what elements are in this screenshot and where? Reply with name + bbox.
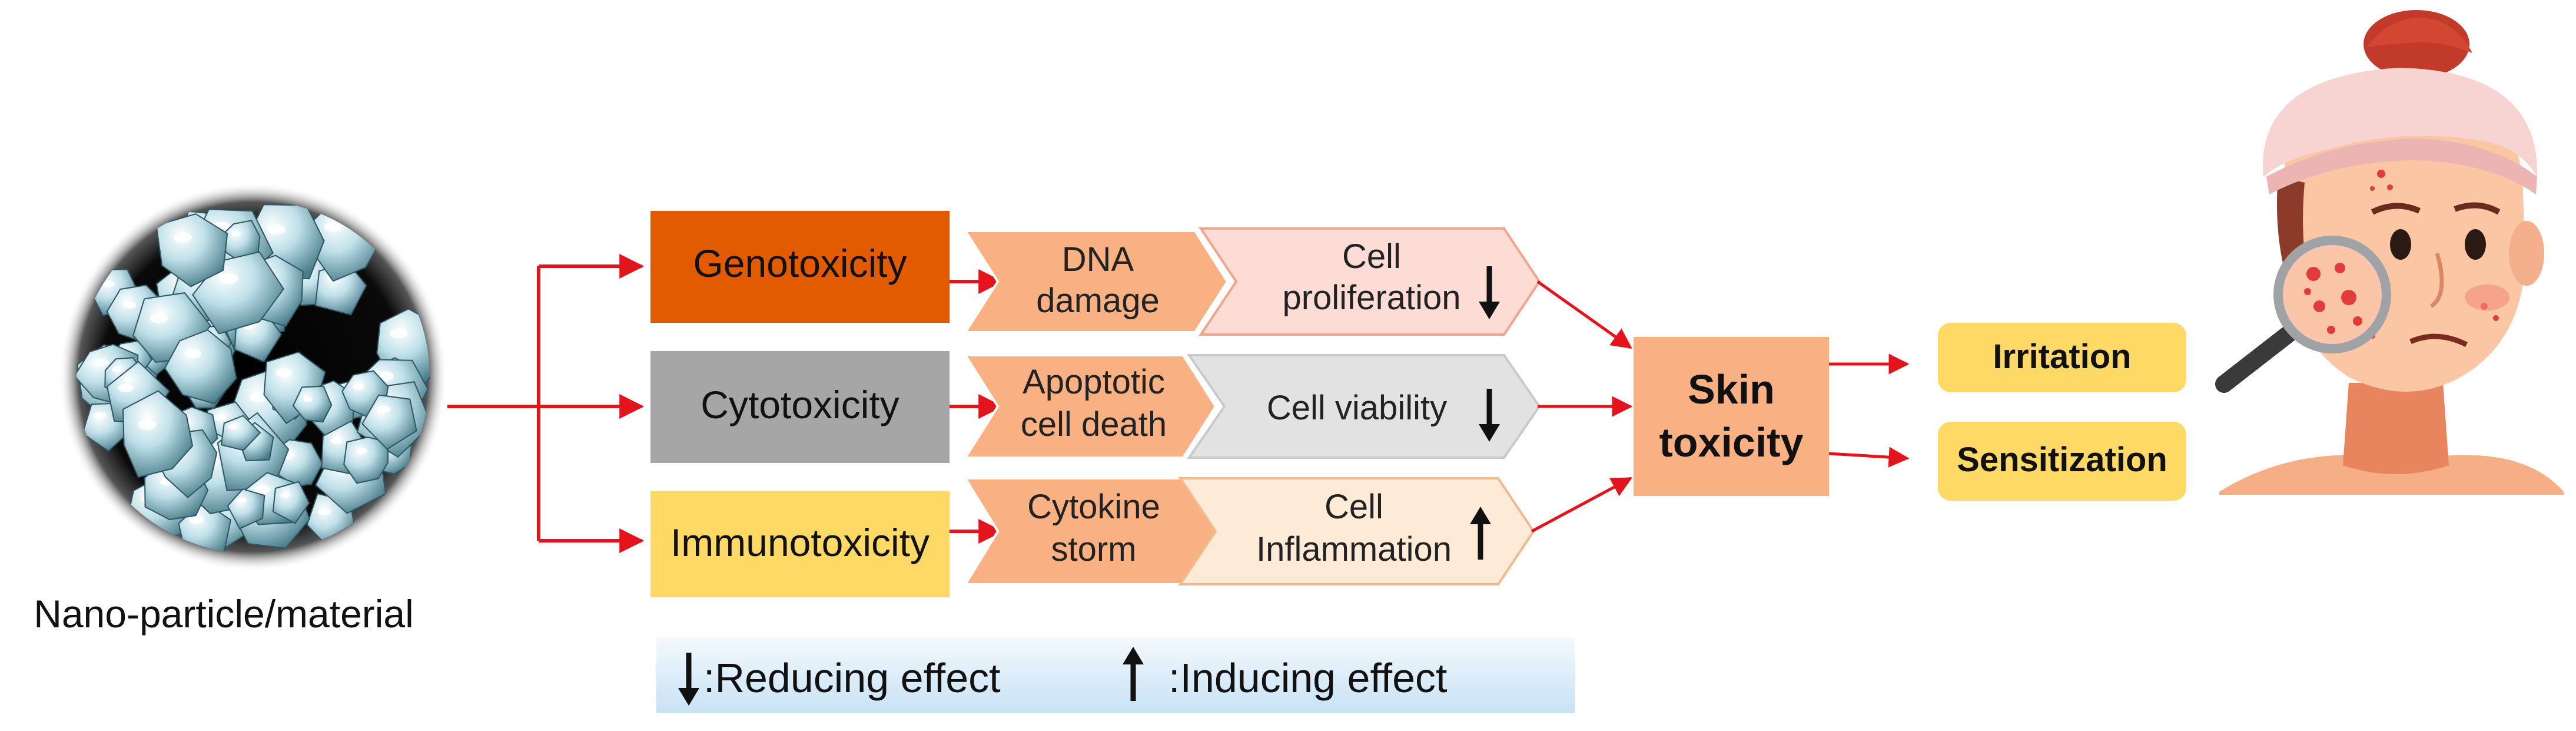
toxicity-immunotoxicity: Immunotoxicity	[650, 491, 950, 597]
nanoparticle-cluster-icon	[59, 183, 447, 571]
crystal-highlight	[280, 492, 290, 498]
crystal-highlight	[228, 424, 237, 429]
toxicity-box	[650, 351, 950, 463]
crystal-shape	[292, 385, 333, 423]
crystal-highlight	[123, 302, 137, 309]
outcome-box	[1634, 337, 1829, 496]
toxicity-label: Genotoxicity	[693, 242, 907, 285]
crystal-shape	[227, 488, 265, 530]
crystal-shape	[164, 329, 237, 405]
crystal-highlight	[303, 396, 313, 402]
toxicity-box	[650, 491, 950, 597]
crystal-shape	[122, 390, 194, 478]
woman-with-skin-irritation-icon	[2219, 10, 2564, 495]
mechanism-cytokine-storm: Cytokine storm	[963, 477, 1217, 586]
outcome-line: toxicity	[1659, 419, 1803, 465]
outcome-line: Skin	[1688, 366, 1775, 412]
crystal-highlight	[353, 383, 364, 390]
legend-inducing-label: :Inducing effect	[1169, 655, 1448, 701]
crystal-highlight	[112, 366, 122, 372]
toxicity-genotoxicity: Genotoxicity	[650, 211, 950, 323]
effect-line: Cell	[1342, 237, 1401, 276]
legend: :Reducing effect :Inducing effect	[656, 637, 1575, 713]
convergence-arrows	[1531, 280, 1633, 533]
crystal-highlight	[377, 405, 391, 414]
result-pill	[1938, 422, 2186, 501]
mechanism-line: Apoptotic	[1023, 363, 1165, 401]
up-arrow-icon	[1470, 507, 1491, 560]
legend-background	[656, 637, 1575, 713]
effect-cell-proliferation: Cell proliferation	[1199, 227, 1541, 336]
effect-line: proliferation	[1282, 279, 1460, 317]
crystal-highlight	[275, 368, 292, 378]
crystal-highlight	[324, 222, 341, 232]
down-arrow-icon	[678, 653, 699, 706]
effect-line: Cell	[1324, 488, 1383, 526]
effect-line: Cell viability	[1267, 389, 1447, 427]
outcome-skin-toxicity: Skin toxicity	[1634, 337, 1829, 496]
connector-arrows	[950, 269, 1004, 544]
crystal-highlight	[173, 233, 192, 243]
toxicity-label: Immunotoxicity	[670, 521, 930, 564]
crystal-highlight	[231, 231, 241, 237]
crystal-highlight	[189, 516, 204, 524]
crystal-highlight	[184, 349, 202, 359]
up-arrow-icon	[1123, 647, 1144, 701]
down-arrow-icon	[1479, 389, 1500, 442]
toxicity-cytotoxicity: Cytotoxicity	[650, 351, 950, 463]
crystal-highlight	[150, 313, 168, 324]
nanoparticle-label: Nano-particle/material	[34, 592, 414, 636]
crystal-highlight	[214, 414, 226, 421]
crystal-highlight	[118, 383, 134, 392]
result-label: Sensitization	[1957, 441, 2167, 479]
crystal-highlight	[104, 281, 115, 287]
toxicity-label: Cytotoxicity	[701, 383, 899, 426]
mechanism-dna-damage: DNA damage	[963, 230, 1229, 333]
down-arrow-icon	[1479, 266, 1500, 319]
crystal-highlight	[317, 508, 331, 515]
crystal-highlight	[237, 497, 247, 503]
crystal-highlight	[330, 437, 343, 445]
crystal-highlight	[138, 419, 157, 430]
result-irritation: Irritation	[1938, 323, 2186, 392]
crystal-highlight	[94, 358, 109, 367]
legend-reducing-label: :Reducing effect	[703, 655, 1001, 701]
crystal-shape	[361, 394, 417, 450]
effect-cell-viability: Cell viability	[1187, 354, 1541, 459]
mechanism-line: Cytokine	[1027, 488, 1160, 526]
result-pill	[1938, 323, 2186, 392]
mechanism-line: cell death	[1021, 405, 1167, 444]
crystal-highlight	[267, 224, 286, 235]
mechanism-apoptotic-cell-death: Apoptotic cell death	[963, 354, 1217, 459]
mechanism-line: damage	[1036, 282, 1160, 320]
crystal-highlight	[390, 328, 408, 339]
magnifying-glass-icon	[2215, 236, 2391, 393]
effect-cell-inflammation: Cell Inflammation	[1178, 477, 1535, 586]
crystal-highlight	[94, 412, 107, 419]
crystal-highlight	[219, 273, 238, 284]
mechanism-line: storm	[1051, 530, 1137, 568]
crystal-highlight	[356, 448, 368, 454]
crystal-shape	[155, 213, 228, 287]
mechanism-line: DNA	[1062, 240, 1134, 279]
result-arrows	[1828, 353, 1910, 468]
toxicity-box	[650, 211, 950, 323]
result-sensitization: Sensitization	[1938, 422, 2186, 501]
crystal-highlight	[255, 485, 270, 494]
crystal-shape	[272, 481, 310, 524]
effect-line: Inflammation	[1256, 530, 1452, 568]
result-label: Irritation	[1993, 338, 2131, 376]
branch-arrows	[447, 254, 645, 553]
